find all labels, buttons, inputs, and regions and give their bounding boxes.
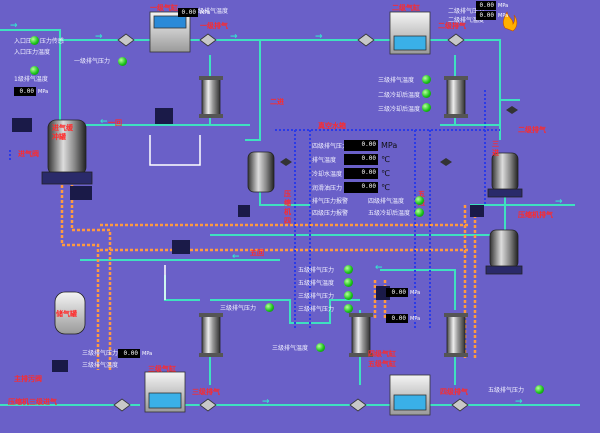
top-pressure-readout-3: 0.00 (476, 11, 496, 20)
status-lamp (415, 196, 424, 205)
flare-icon (503, 11, 518, 32)
stage1-pressure-label: 一级排气压力 (74, 58, 111, 65)
mid-pressure-unit-1: MPa (410, 290, 421, 296)
status-lamp (316, 343, 325, 352)
stage3-cooled-label: 三级冷却后温度 (378, 106, 421, 113)
flow-arrow: ← (232, 252, 240, 262)
mid-sensor-label-2: 五级排气温度 (298, 280, 335, 287)
center-alarm-label-3: 四级排气温度 (368, 198, 405, 205)
center-alarm-label-2: 四级压力报警 (312, 210, 349, 217)
mid-sensor-label-3: 三级排气压力 (298, 293, 335, 300)
buffer-tank-label: 储气罐 (56, 310, 77, 318)
top-sensor-label-2: 二级排气压力 (448, 8, 485, 15)
top-pressure-readout-2: 0.00 (476, 1, 496, 10)
intake-buffer-label: 进气缓冲罐 (52, 124, 73, 141)
stage1-cylinder-label: 一级气缸 (150, 4, 178, 12)
center-temp1-unit: ℃ (381, 155, 390, 164)
top-pressure-unit-3: MPa (498, 13, 509, 19)
flow-arrow: ← (375, 263, 383, 273)
stage1-temp-label: 1级排气温度 (14, 76, 48, 83)
bottom-pressure-label: 三级排气压力 (82, 350, 119, 357)
stage4-compressor-label: 压缩机四 (284, 190, 291, 225)
main-valve-label: 主排污阀 (14, 375, 42, 383)
center-temp1-readout: 0.00 (344, 154, 378, 165)
stage2-exhaust-label: 二级排气 (438, 22, 466, 30)
center-pressure-label: 四级排气压力 (312, 143, 349, 150)
stage3-pressure-label: 三级排气压力 (220, 305, 257, 312)
flow-arrow: → (515, 397, 523, 407)
top-sensor-label-1: 二级排气温度 (192, 8, 229, 15)
status-lamp (422, 89, 431, 98)
status-lamp (344, 304, 353, 313)
status-lamp (344, 278, 353, 287)
top-pressure-unit-1: MPa (200, 10, 211, 16)
stage4-exhaust-label: 四级排气 (440, 388, 468, 396)
bottom-pressure-unit: MPa (142, 351, 153, 357)
stage1-exhaust-label: 一级排气 (200, 22, 228, 30)
mid-sensor-label-1: 五级排气压力 (298, 267, 335, 274)
flow-arrow: ← (100, 117, 108, 127)
status-lamp (265, 303, 274, 312)
status-lamp (30, 36, 39, 45)
top-sensor-label-3: 二级排气温度 (448, 17, 485, 24)
flow-arrow: → (262, 397, 270, 407)
center-temp2-unit: ℃ (381, 169, 390, 178)
mid-sensor-label-4: 三级排气压力 (298, 306, 335, 313)
mid-pressure-readout-2: 0.00 (386, 314, 408, 323)
stage5-return-label: 五回 (250, 249, 264, 257)
inlet-pressure-label: 入口压力 压力传感 (14, 38, 64, 45)
bottom-temp-label: 三级排气温度 (82, 362, 119, 369)
stage3-temp-label: 三级排气温度 (272, 345, 309, 352)
status-lamp (344, 265, 353, 274)
status-lamp (30, 66, 39, 75)
stage3-exhaust-label: 三级排气 (192, 388, 220, 396)
bottom-pressure-readout: 0.00 (118, 349, 140, 358)
center-pressure-readout: 0.00 (344, 140, 378, 151)
stage2-temp-label: 三级排气温度 (378, 77, 415, 84)
compressor-3rd-intake-label: 压缩机三级进气 (8, 398, 57, 406)
status-lamp (422, 75, 431, 84)
center-temp2-label: 冷却水温度 (312, 171, 343, 178)
stage5-cylinder-label: 五级气缸 (368, 360, 396, 368)
status-lamp (535, 385, 544, 394)
center-temp3-readout: 0.00 (344, 182, 378, 193)
inlet-temp-label: 入口压力温度 (14, 49, 51, 56)
top-pressure-readout-1: 0.00 (178, 8, 198, 17)
flow-arrow: → (230, 32, 238, 42)
stage1-return-label: 一回 (108, 119, 122, 127)
stage2-exhaust-out-label: 二级排气 (518, 126, 546, 134)
stage2-cooled-label: 二级冷却后温度 (378, 92, 421, 99)
center-temp1-label: 排气温度 (312, 157, 337, 164)
center-pressure-unit: MPa (381, 141, 398, 150)
intake-valve-label: 进气阀 (18, 150, 39, 158)
center-alarm-label-4: 五级冷却后温度 (368, 210, 411, 217)
inlet-pressure-readout: 0.00 (14, 87, 36, 96)
center-alarm-label-1: 排气压力报警 (312, 198, 349, 205)
stage4-cylinder-label: 四级气缸 (368, 350, 396, 358)
mid-pressure-readout-1: 0.00 (386, 288, 408, 297)
inlet-pressure-unit: MPa (38, 89, 49, 95)
status-lamp (118, 57, 127, 66)
vacuum-water-label: 真空水箱 (318, 122, 346, 130)
mid-pressure-unit-2: MPa (410, 316, 421, 322)
stage2-intake-label: 二进 (270, 98, 284, 106)
center-temp2-readout: 0.00 (344, 168, 378, 179)
flow-arrow: → (10, 21, 18, 31)
status-lamp (344, 291, 353, 300)
stage4-pressure-label: 五级排气压力 (488, 387, 525, 394)
status-lamp (422, 103, 431, 112)
top-pressure-unit-2: MPa (498, 3, 509, 9)
stage3-intake-label: 三进 (492, 140, 499, 157)
center-temp3-label: 润滑油压力 (312, 185, 343, 192)
compressor-exhaust-label: 压缩机排气 (518, 211, 553, 219)
flow-arrow: → (95, 32, 103, 42)
stage2-cylinder-label: 二级气缸 (392, 4, 420, 12)
flow-arrow: → (315, 32, 323, 42)
flow-arrow: → (555, 197, 563, 207)
stage3-cylinder-label: 三级气缸 (148, 365, 176, 373)
status-lamp (415, 208, 424, 217)
center-temp3-unit: ℃ (381, 183, 390, 192)
